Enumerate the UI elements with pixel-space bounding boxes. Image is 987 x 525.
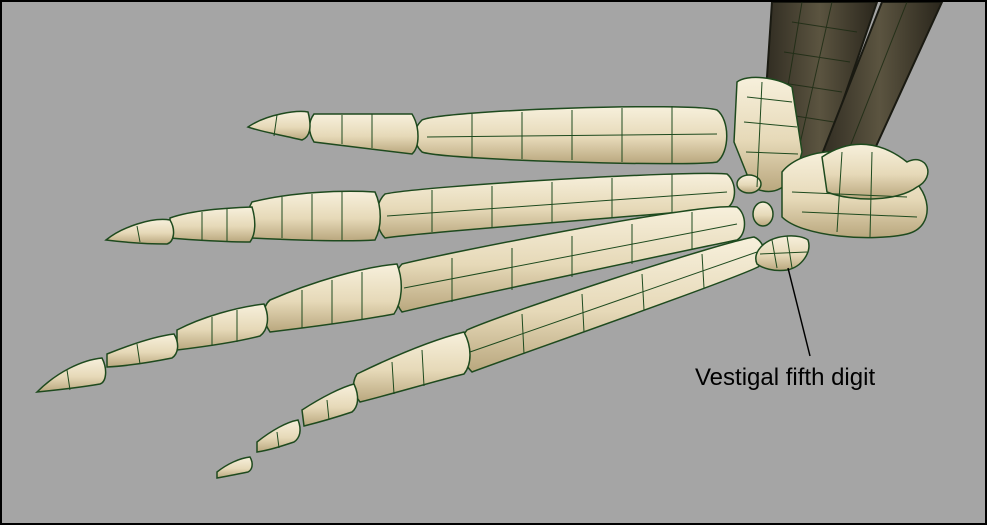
annotation-label: Vestigal fifth digit	[695, 364, 875, 392]
